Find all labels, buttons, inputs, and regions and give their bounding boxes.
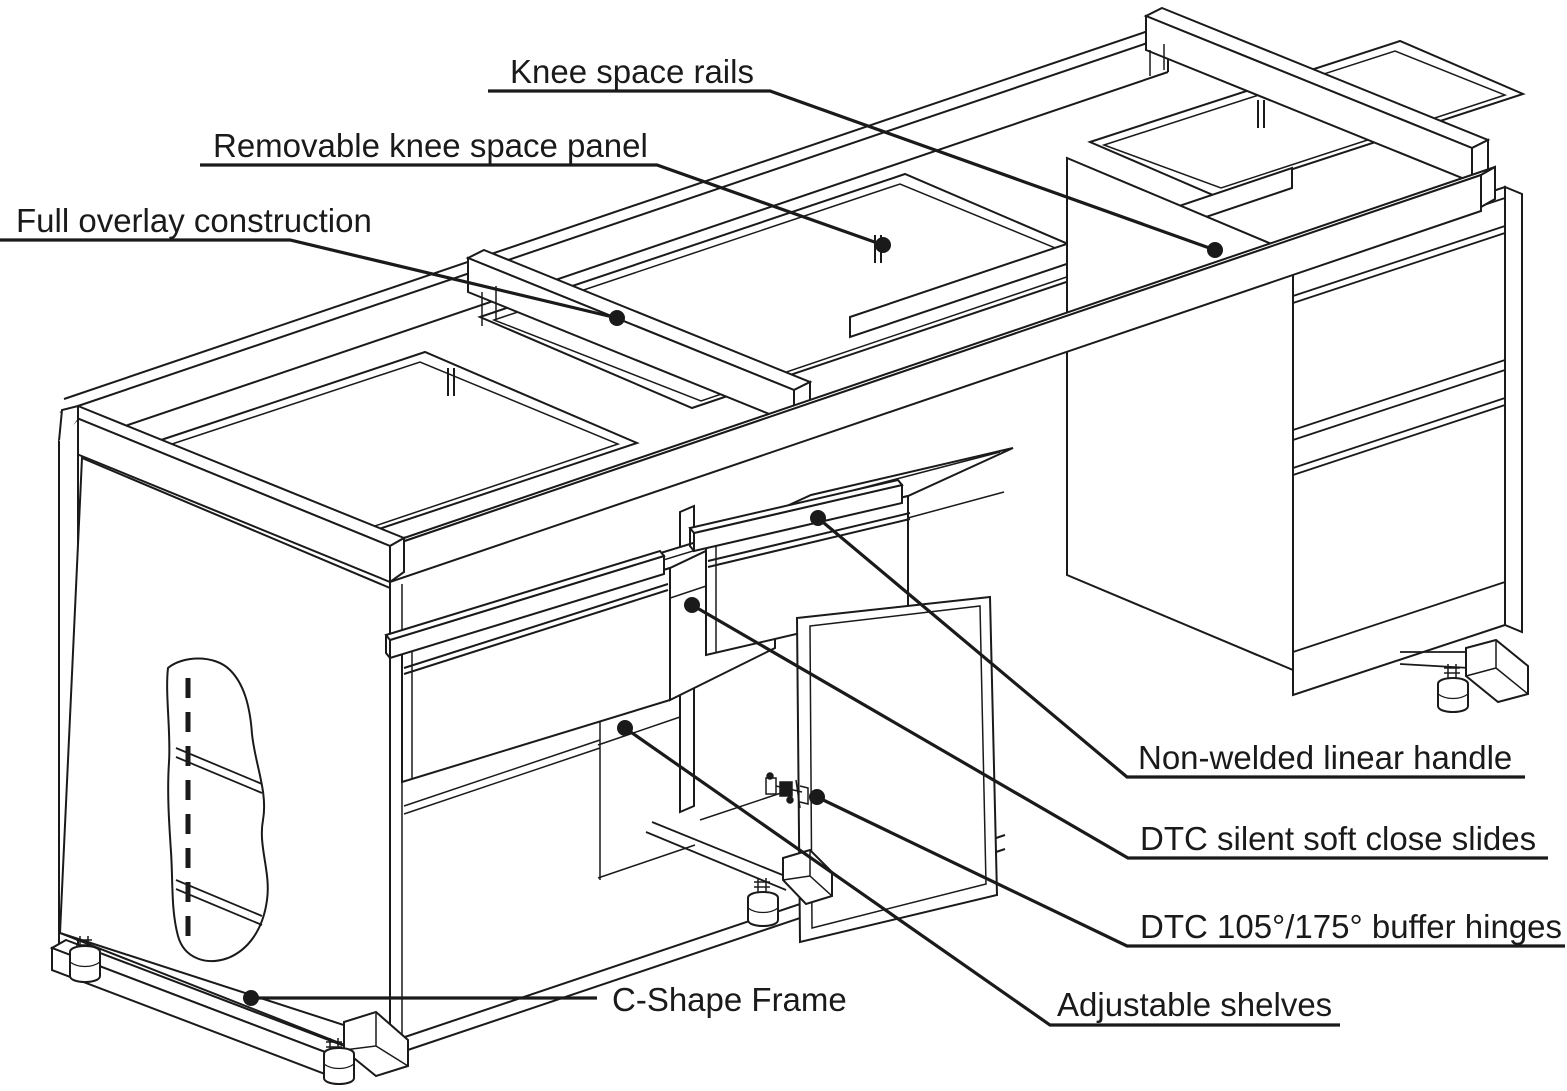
- pedestal-right-edge: [1504, 185, 1523, 634]
- left-end-frame: [58, 404, 407, 960]
- open-door: [795, 595, 999, 944]
- right-drawer: [688, 447, 1014, 657]
- label-non-welded-linear-handle: Non-welded linear handle: [1138, 739, 1512, 776]
- label-removable-knee-space-panel: Removable knee space panel: [213, 127, 648, 164]
- hinge-hardware: [765, 772, 809, 809]
- center-foot: [645, 821, 833, 927]
- back-top-rail: [63, 28, 1169, 443]
- adjustable-shelves-cutaway: [166, 657, 269, 962]
- right-cross-beam: [1143, 6, 1491, 184]
- left-foot: [49, 936, 409, 1085]
- callout-leaders: [0, 89, 1565, 1027]
- right-pedestal: [1066, 156, 1523, 697]
- label-knee-space-rails: Knee space rails: [510, 53, 754, 90]
- label-c-shape-frame: C-Shape Frame: [612, 981, 847, 1018]
- left-drawer: [384, 516, 776, 784]
- right-foot: [1399, 638, 1529, 713]
- label-dtc-buffer-hinges: DTC 105°/175° buffer hinges: [1140, 908, 1562, 945]
- label-dtc-silent-soft-close-slides: DTC silent soft close slides: [1140, 820, 1536, 857]
- label-adjustable-shelves: Adjustable shelves: [1057, 986, 1332, 1023]
- callout-dots: [243, 237, 1223, 1006]
- label-full-overlay-construction: Full overlay construction: [16, 202, 372, 239]
- callout-labels: Knee space rails Removable knee space pa…: [16, 53, 1562, 1023]
